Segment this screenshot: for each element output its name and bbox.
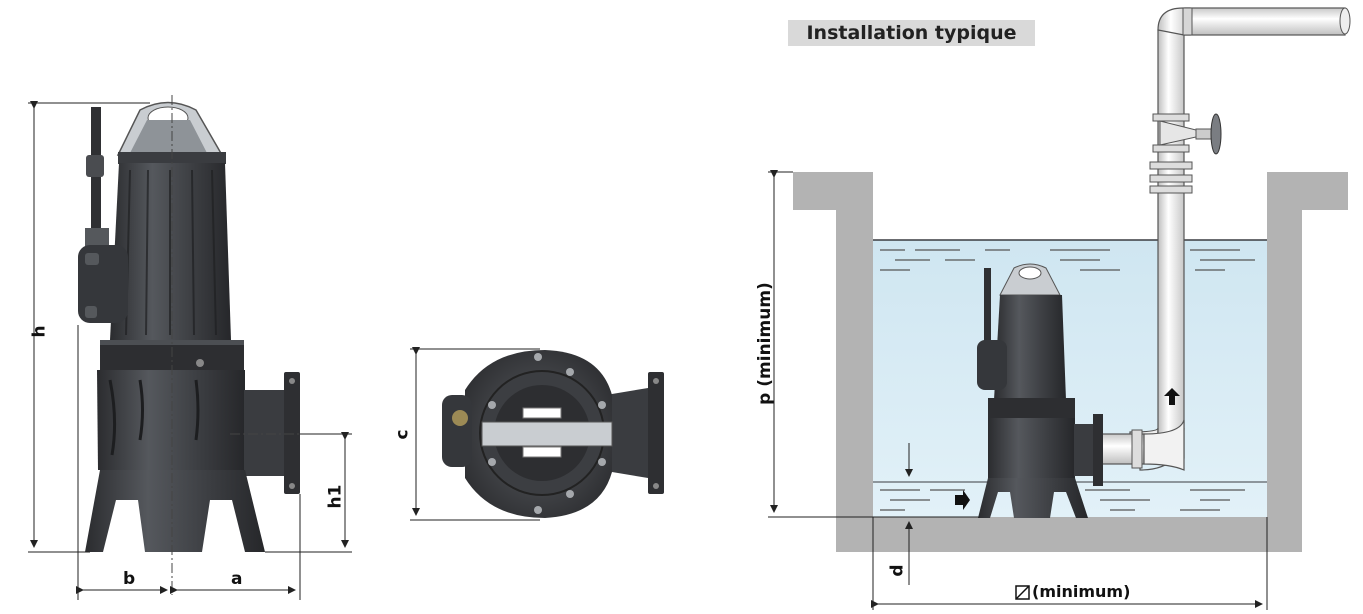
top-cable-box [442, 395, 472, 467]
discharge-outlet [244, 390, 286, 476]
dimensions-side-view [28, 101, 352, 600]
installed-pump [977, 263, 1103, 518]
concrete-pit [793, 172, 1348, 552]
flow-arrow-icon [1164, 388, 1180, 405]
top-handle [481, 421, 613, 447]
dimensions-installation [768, 170, 1268, 610]
volute-body [97, 370, 245, 470]
dim-label-p: p (minimum) [754, 282, 775, 405]
square-symbol-icon [1015, 585, 1030, 600]
dimensions-top-view [410, 347, 540, 521]
discharge-pipe-horizontal [1184, 7, 1346, 36]
dim-label-d: d [887, 564, 908, 577]
discharge-pipe-vertical [1157, 29, 1185, 459]
pump-side-view [78, 95, 350, 595]
dim-label-c: c [392, 429, 413, 440]
dim-label-a: a [231, 569, 243, 589]
dim-label-h1: h1 [325, 484, 346, 509]
pump-feet [85, 470, 265, 552]
dim-label-width: (minimum) [1032, 582, 1131, 601]
dim-label-h: h [29, 325, 50, 338]
pump-top-view [442, 350, 664, 518]
flow-arrow-icon [955, 490, 970, 510]
outlet-flange [284, 372, 300, 494]
dim-label-b: b [123, 569, 136, 589]
water-ripples [880, 249, 1255, 511]
installation-title: Installation typique [788, 20, 1035, 46]
top-outlet-flange [648, 372, 664, 494]
installation-view [793, 7, 1351, 552]
